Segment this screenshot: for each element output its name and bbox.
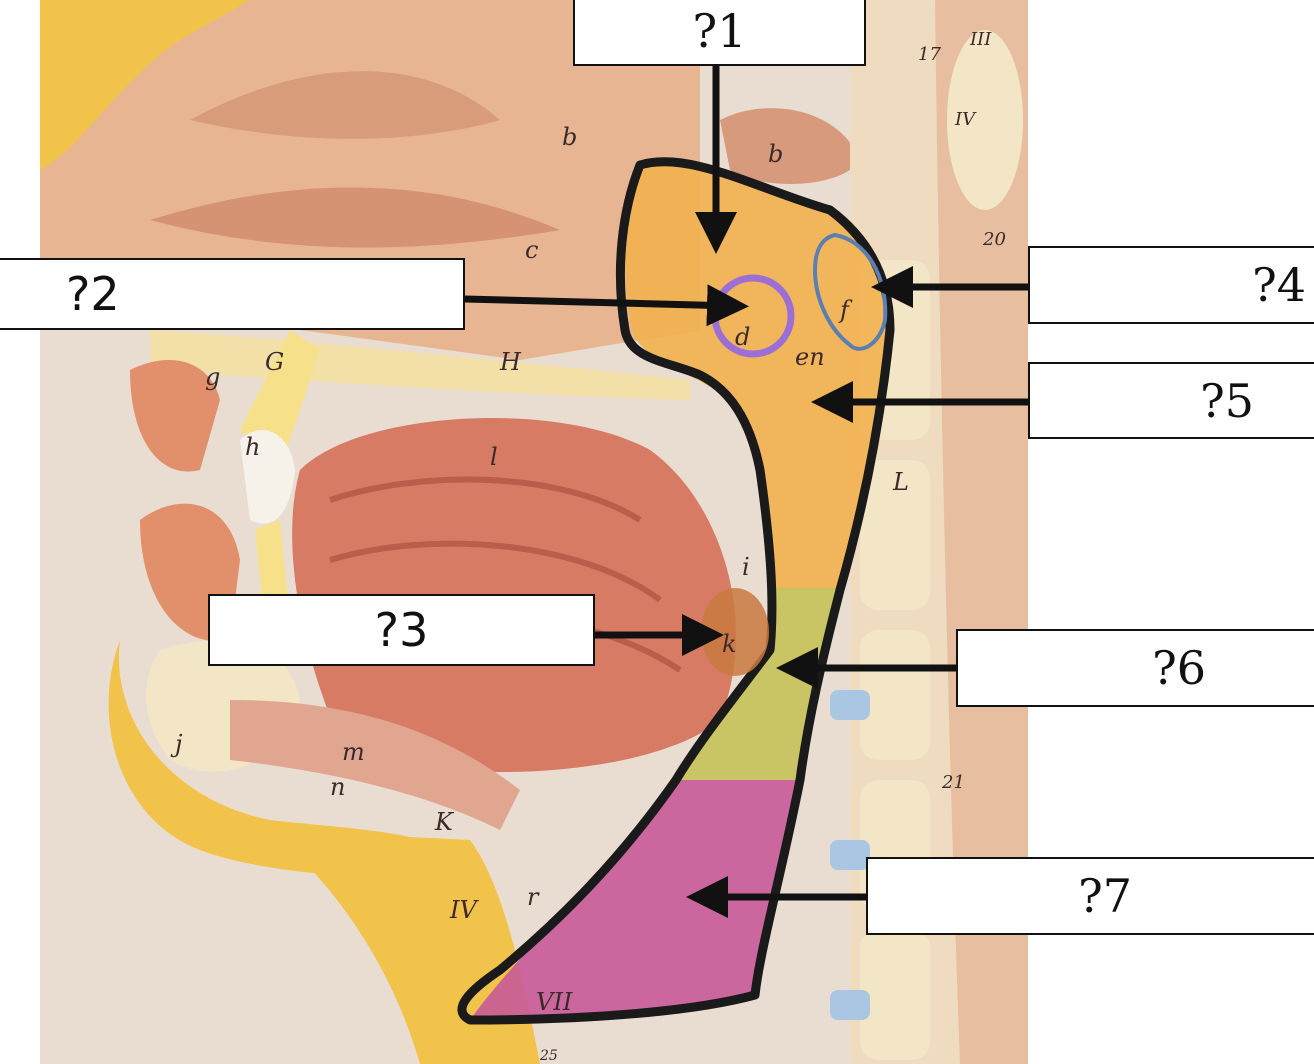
- mark-H: H: [499, 348, 522, 376]
- oropharynx-region: [676, 588, 838, 780]
- label-text-1: ?1: [692, 4, 747, 58]
- mark-m: m: [342, 738, 365, 766]
- mark-v20: 20: [982, 229, 1006, 250]
- mark-v21: 21: [941, 772, 965, 793]
- nasal-concha-upper: [190, 71, 500, 139]
- incisor-white: [240, 430, 295, 524]
- label-text-6: ?6: [1152, 641, 1206, 695]
- mark-G: G: [265, 348, 284, 376]
- mark-h: h: [245, 433, 260, 461]
- mark-VII: VII: [536, 988, 573, 1016]
- mark-b1: b: [562, 123, 577, 151]
- mark-vIII: III: [969, 29, 992, 50]
- mark-IV: IV: [449, 896, 479, 924]
- pharynx-outline: [457, 157, 895, 1025]
- mark-v25: 25: [539, 1048, 558, 1064]
- wall-left: [0, 0, 40, 1064]
- mark-t: r: [527, 883, 540, 911]
- mark-vIV: IV: [954, 109, 977, 130]
- label-box-2: ?2: [0, 258, 465, 330]
- sinus-cavity: [720, 108, 860, 184]
- arrow-2: [464, 284, 749, 327]
- hyoid-muscle: [230, 700, 520, 830]
- mark-c: c: [525, 236, 538, 264]
- spinal-cord: [935, 0, 1028, 1064]
- label-text-2: ?2: [66, 267, 120, 321]
- mark-en: en: [795, 343, 825, 371]
- label-text-7: ?7: [1078, 869, 1132, 923]
- laryngopharynx-region: [470, 780, 800, 1020]
- mark-b2: b: [768, 140, 783, 168]
- label-box-4: ?4: [1028, 246, 1314, 324]
- mark-n: n: [330, 773, 345, 801]
- label-box-7: ?7: [866, 857, 1314, 935]
- label-text-4: ?4: [1252, 258, 1306, 312]
- label-box-5: ?5: [1028, 362, 1314, 439]
- label-text-5: ?5: [1200, 373, 1254, 428]
- mark-d: d: [735, 323, 750, 351]
- mark-L: L: [892, 468, 909, 496]
- chin-mandible: [108, 640, 470, 900]
- arrows: [464, 66, 1028, 918]
- neck-front: [270, 830, 540, 1064]
- label-box-3: ?3: [208, 594, 595, 666]
- mark-k: k: [722, 630, 737, 658]
- label-text-3: ?3: [374, 603, 429, 657]
- nasopharynx-region: [625, 161, 890, 590]
- label-box-6: ?6: [956, 629, 1314, 707]
- mark-v17: 17: [918, 44, 941, 65]
- mark-g: g: [205, 363, 220, 391]
- label-box-1: ?1: [573, 0, 866, 66]
- nasal-concha-middle: [150, 187, 560, 248]
- mark-K: K: [434, 808, 455, 836]
- mark-i1: l: [490, 443, 498, 471]
- nose-outline: [40, 0, 250, 170]
- lips-upper: [130, 360, 220, 472]
- mark-i2: i: [742, 553, 750, 581]
